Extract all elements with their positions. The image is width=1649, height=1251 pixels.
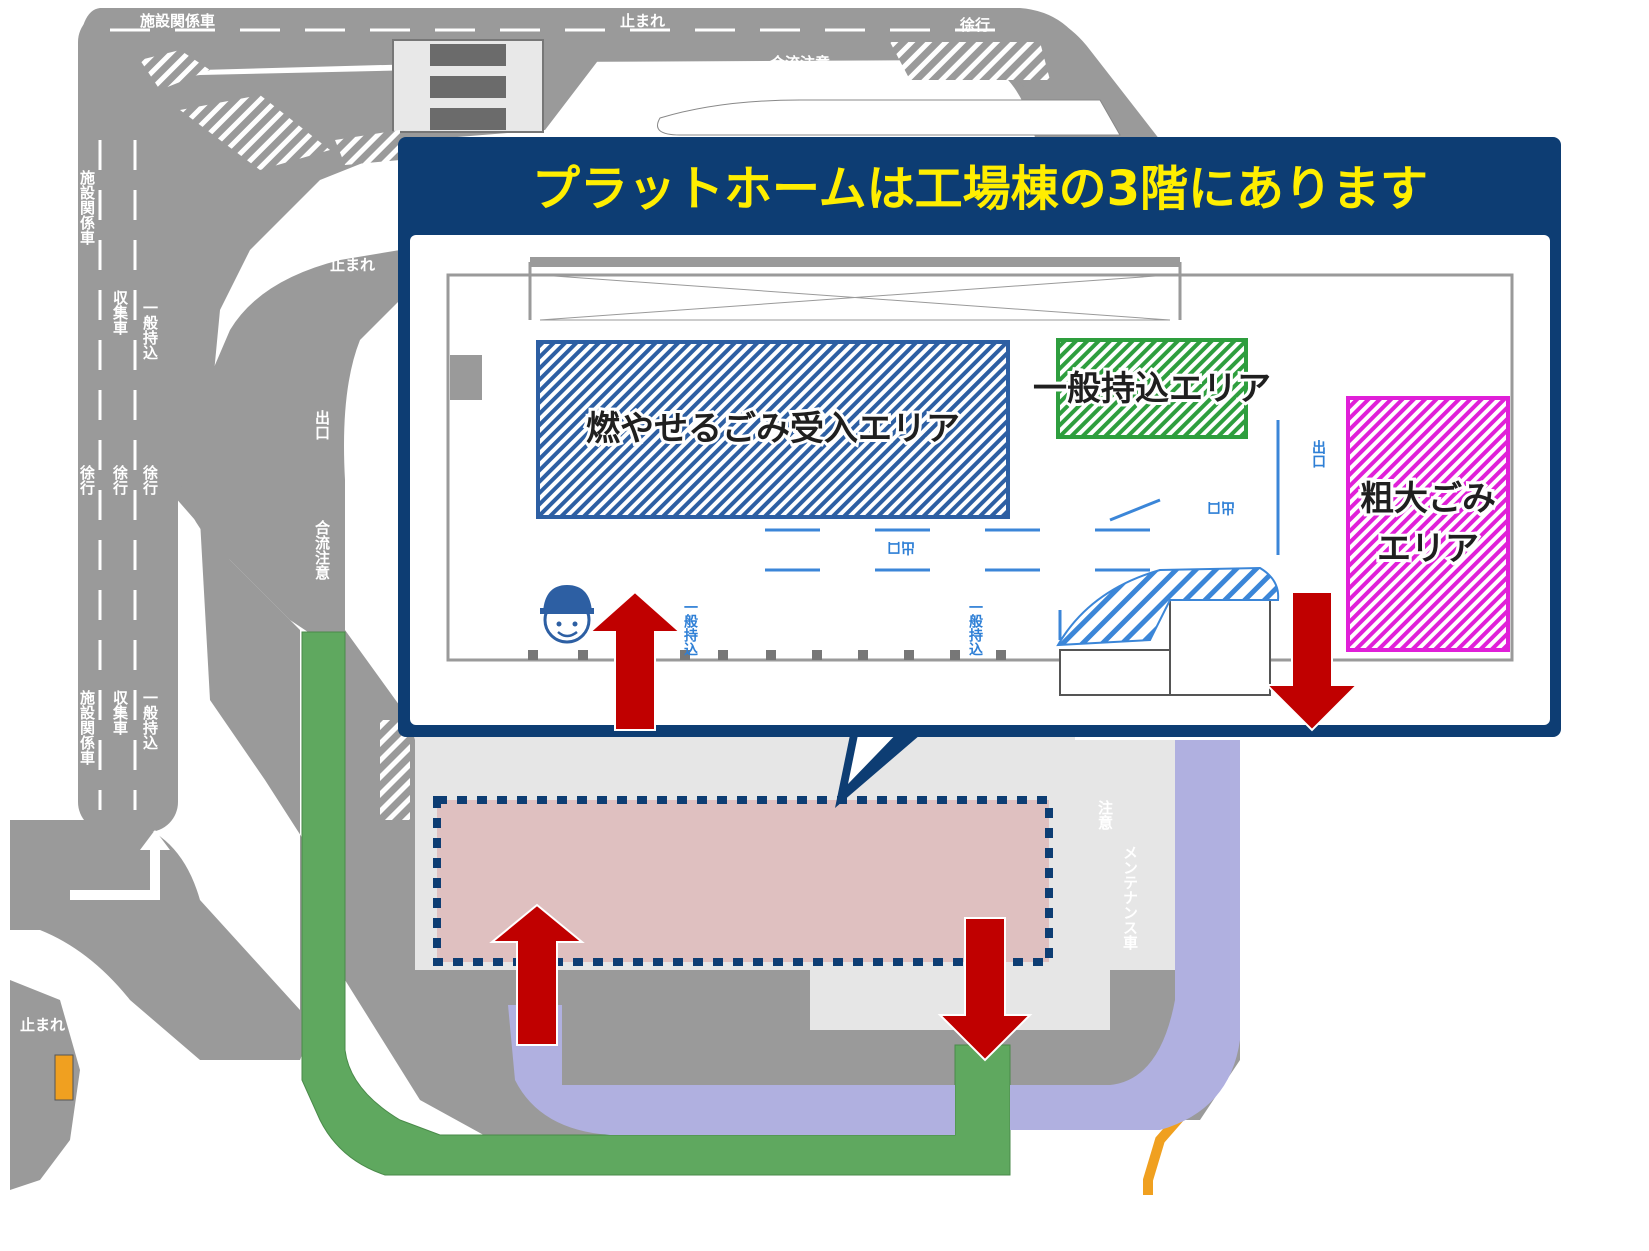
road-label-exit-2: 出口 xyxy=(266,899,284,930)
island-left-1 xyxy=(180,95,330,170)
bulky-waste-area-label-2: エリア xyxy=(1377,529,1479,569)
road-arrows xyxy=(70,830,170,900)
road-label-facility-left-2: 施設関係車 xyxy=(78,689,96,766)
purple-route-right xyxy=(1010,740,1240,1130)
floor-lane-lines xyxy=(765,420,1280,640)
ramp-area xyxy=(1056,566,1280,647)
road-label-slow-2: 徐行 xyxy=(111,464,129,496)
weighbridge-slot-1 xyxy=(430,44,506,66)
road-label-caution: 注意 xyxy=(1096,799,1114,831)
road-label-slow-4: 徐行 xyxy=(959,16,990,34)
routes xyxy=(301,631,1240,1176)
floor-exit-label-1: 出口 xyxy=(887,539,915,556)
road-label-exit-1: 出口 xyxy=(313,409,331,440)
lower-left-road xyxy=(10,820,300,1060)
green-route xyxy=(301,631,1011,1176)
road-label-general-lane-2: 一般持込 xyxy=(141,690,159,750)
lower-left-road-2 xyxy=(10,980,80,1190)
island-left-2 xyxy=(140,50,210,90)
weighbridge-slot-2 xyxy=(430,76,506,98)
road-label-maintenance: メンテナンス車 xyxy=(1121,845,1139,951)
walls xyxy=(446,257,1514,662)
arrow-down-lower xyxy=(937,917,1033,1062)
floor-labels: 出口 出口 出口 一般持込 一般持込 xyxy=(682,439,1326,656)
platform-zone-border xyxy=(433,796,1053,966)
callout-pointer-inner xyxy=(848,725,905,784)
floor-exit-label-2: 出口 xyxy=(1207,499,1235,516)
general-bringin-area xyxy=(1056,338,1248,439)
road-labels: 施設関係車 収集車 一般持込 徐行 徐行 徐行 施設関係車 収集車 一般持込 合… xyxy=(20,12,1139,1034)
island-stripe xyxy=(335,130,400,165)
floor-exit-label-3: 出口 xyxy=(1310,439,1326,468)
core-block-2 xyxy=(1169,599,1271,696)
floor-general-label-1: 一般持込 xyxy=(682,600,698,656)
road-label-collection-2: 収集車 xyxy=(111,689,129,736)
purple-route xyxy=(508,1005,955,1135)
island-top-right xyxy=(890,42,1050,80)
road-label-facility-top: 施設関係車 xyxy=(140,12,215,30)
road-label-facility-left: 施設関係車 xyxy=(78,169,96,246)
road-label-stop-2: 止まれ xyxy=(330,256,375,274)
road-label-slow-3: 徐行 xyxy=(141,464,159,496)
pillars xyxy=(528,650,1006,660)
road-label-slow-1: 徐行 xyxy=(78,464,96,496)
road-label-general-lane-3: 一般持込 xyxy=(900,112,960,130)
road-label-merge: 合流注意 xyxy=(313,519,331,581)
arrow-down-upper xyxy=(1264,591,1360,732)
bulky-waste-area-label-1: 粗大ごみ xyxy=(1360,479,1496,519)
floor-general-label-2: 一般持込 xyxy=(967,600,983,656)
stairs xyxy=(450,355,482,400)
road-label-stop-3: 止まれ xyxy=(20,1016,65,1034)
road-label-merge-2: 合流注意 xyxy=(769,54,830,72)
arrow-up-lower xyxy=(489,903,585,1046)
road-label-stop-1: 止まれ xyxy=(620,12,665,30)
side-strip xyxy=(1075,740,1175,970)
top-lanes xyxy=(78,8,1135,300)
road-label-collection: 収集車 xyxy=(111,289,129,336)
lower-arrows xyxy=(489,903,1033,1062)
bulky-waste-area xyxy=(1346,396,1510,652)
burnable-waste-area xyxy=(536,340,1010,519)
weighbridge-slot-3 xyxy=(430,108,506,130)
page-title: プラットホームは工場棟の3階にあります xyxy=(532,161,1428,217)
burnable-waste-area-label: 燃やせるごみ受入エリア xyxy=(586,409,960,449)
median xyxy=(657,99,1121,136)
core-block xyxy=(1059,649,1171,696)
helmet-face-icon xyxy=(540,585,594,644)
curve-road xyxy=(178,250,410,640)
floor-plan-details: 出口 出口 出口 一般持込 一般持込 燃やせるごみ受入エリア 一般持込エリア 粗… xyxy=(446,257,1514,732)
yellow-marker-left xyxy=(54,1054,74,1101)
road-label-general-lane: 一般持込 xyxy=(141,300,159,360)
general-bringin-area-label: 一般持込エリア xyxy=(1033,369,1271,409)
arrow-up-upper xyxy=(587,590,683,731)
